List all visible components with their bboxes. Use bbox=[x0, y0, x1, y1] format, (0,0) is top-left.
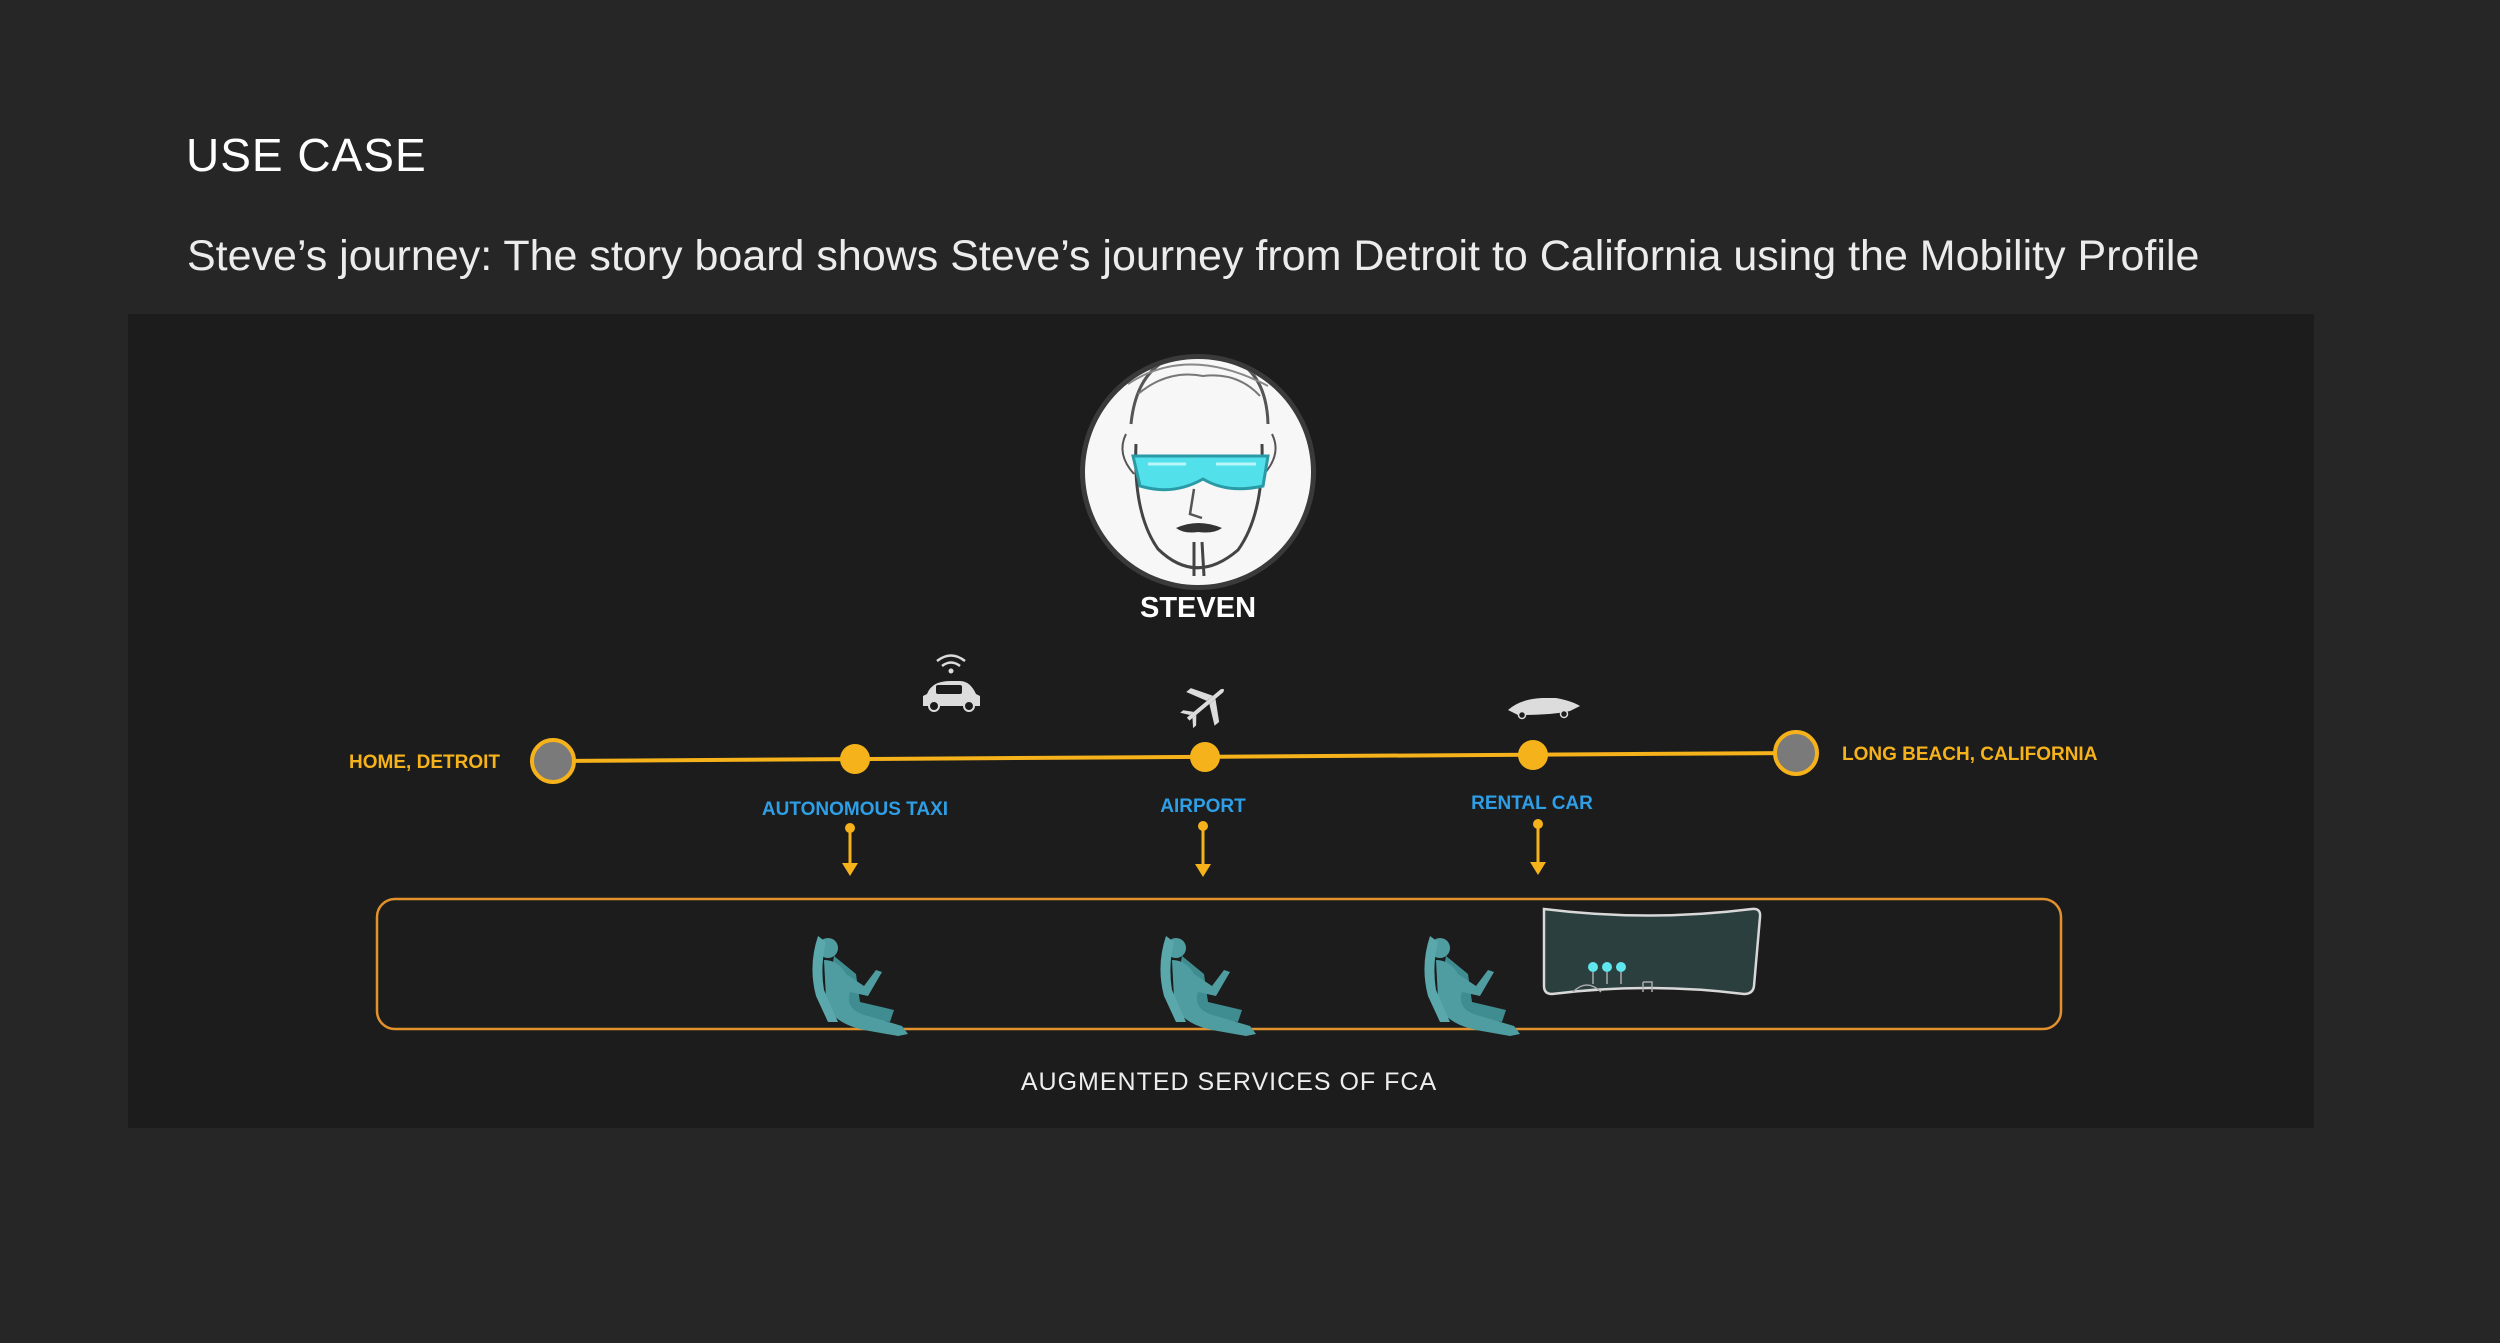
dashboard-display-icon bbox=[1542, 907, 1762, 996]
stop-airport bbox=[1180, 688, 1224, 772]
avatar bbox=[1080, 354, 1316, 590]
page-subtitle: Steve’s journey: The story board shows S… bbox=[187, 232, 2200, 280]
airplane-icon bbox=[1180, 688, 1224, 729]
journey-storyboard: STEVEN HOME, DETROIT LONG BEACH, CALIFOR… bbox=[128, 314, 2314, 1128]
end-label: LONG BEACH, CALIFORNIA bbox=[1842, 744, 2098, 765]
stop-label-airport: AIRPORT bbox=[1160, 796, 1246, 817]
passenger-seat-icon bbox=[812, 936, 908, 1036]
arrow-airport bbox=[1195, 821, 1211, 877]
services-label: AUGMENTED SERVICES OF FCA bbox=[1021, 1068, 1437, 1096]
sports-car-icon bbox=[1508, 698, 1580, 720]
steven-face-sketch bbox=[1121, 359, 1277, 577]
arrow-autonomous-taxi bbox=[842, 823, 858, 876]
stop-autonomous-taxi bbox=[840, 654, 980, 774]
journey-diagram: STEVEN HOME, DETROIT LONG BEACH, CALIFOR… bbox=[349, 354, 2098, 1096]
passenger-seat-icon bbox=[1424, 936, 1520, 1036]
page-heading: USE CASE bbox=[186, 129, 427, 181]
journey-timeline bbox=[552, 751, 1797, 763]
person-name: STEVEN bbox=[1140, 592, 1256, 624]
stop-label-autonomous-taxi: AUTONOMOUS TAXI bbox=[762, 799, 948, 820]
start-node bbox=[530, 738, 576, 784]
autonomous-taxi-icon bbox=[923, 654, 980, 712]
end-node bbox=[1773, 730, 1819, 776]
start-label: HOME, DETROIT bbox=[349, 752, 500, 773]
arrow-rental-car bbox=[1530, 819, 1546, 875]
stop-rental-car bbox=[1508, 698, 1580, 770]
passenger-seat-icon bbox=[1160, 936, 1256, 1036]
stop-label-rental-car: RENTAL CAR bbox=[1471, 793, 1593, 814]
